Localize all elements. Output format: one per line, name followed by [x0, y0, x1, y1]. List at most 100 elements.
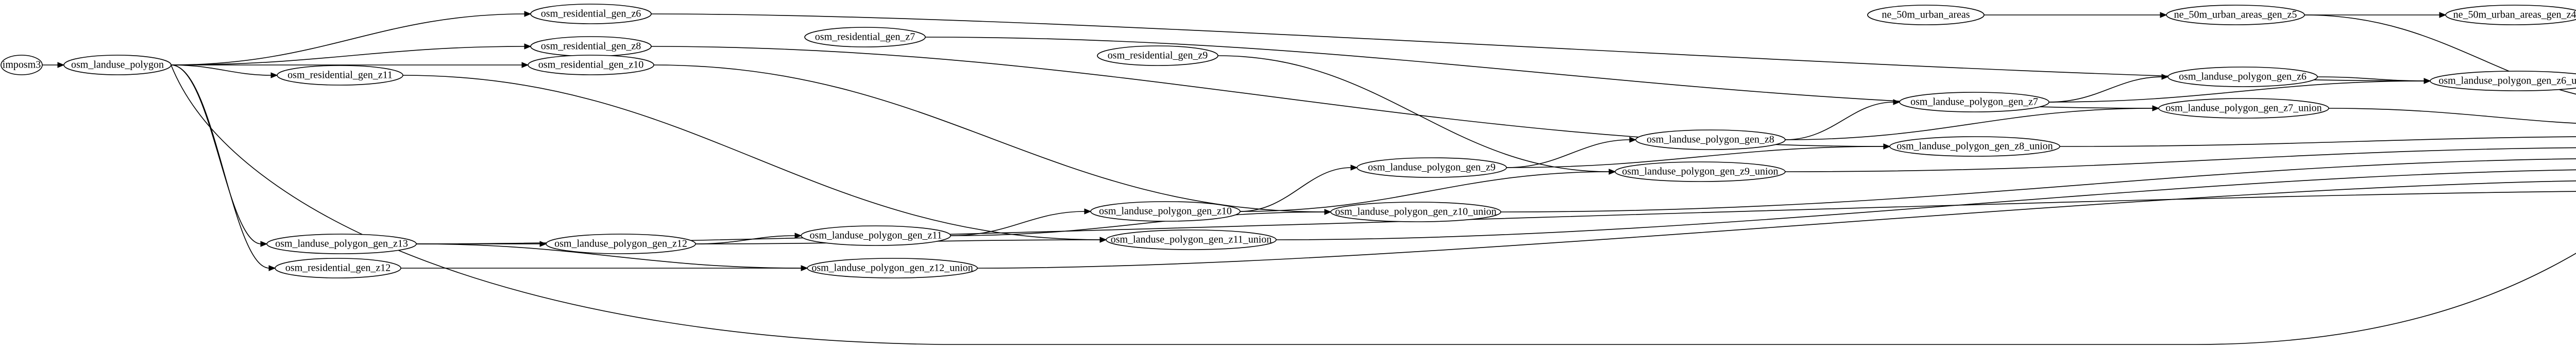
node-osm_landuse_polygon_gen_z7[interactable]: osm_landuse_polygon_gen_z7 [1899, 92, 2049, 112]
node-osm_residential_gen_z10[interactable]: osm_residential_gen_z10 [528, 55, 654, 75]
node-osm_landuse_polygon_gen_z11[interactable]: osm_landuse_polygon_gen_z11 [801, 225, 951, 246]
node-osm_landuse_polygon_gen_z10[interactable]: osm_landuse_polygon_gen_z10 [1090, 201, 1241, 222]
node-ellipse-osm_landuse_polygon_gen_z7_union [2158, 98, 2329, 119]
arrowhead-osm_landuse_polygon_gen_z10_union-22 [1324, 209, 1332, 215]
node-label-osm_residential_gen_z12: osm_residential_gen_z12 [285, 262, 391, 274]
arrowhead-osm_landuse_polygon_gen_z9_union-25 [1608, 169, 1616, 175]
edge-osm_landuse_polygon_gen_z10--to--osm_landuse_polygon_gen_z9_union [1240, 171, 1610, 212]
node-label-osm_landuse_polygon_gen_z6_union: osm_landuse_polygon_gen_z6_union [2438, 75, 2576, 87]
node-ellipse-osm_landuse_polygon_gen_z7 [1899, 92, 2049, 112]
arrowhead-osm_residential_gen_z12-6 [268, 265, 276, 271]
node-ellipse-osm_residential_gen_z9 [1097, 45, 1218, 66]
node-osm_landuse_polygon_gen_z7_union[interactable]: osm_landuse_polygon_gen_z7_union [2158, 98, 2329, 119]
edge-osm_landuse_polygon_gen_z10_union--to--layer_landuse-z10 [1500, 158, 2576, 212]
node-label-osm_landuse_polygon_gen_z12: osm_landuse_polygon_gen_z12 [554, 238, 687, 250]
node-osm_landuse_polygon_gen_z12[interactable]: osm_landuse_polygon_gen_z12 [546, 234, 696, 254]
edge-osm_landuse_polygon--to--osm_residential_gen_z12 [171, 64, 270, 269]
edge-osm_residential_gen_z9--to--osm_landuse_polygon_gen_z9_union [1217, 55, 1610, 172]
edge-osm_residential_gen_z10--to--osm_landuse_polygon_gen_z10_union [653, 64, 1326, 212]
node-osm_residential_gen_z11[interactable]: osm_residential_gen_z11 [277, 65, 403, 86]
arrowhead-osm_landuse_polygon_gen_z8_union-28 [1883, 143, 1891, 150]
edge-osm_landuse_polygon_gen_z7--to--osm_landuse_polygon_gen_z6 [2048, 76, 2163, 103]
node-ellipse-osm_landuse_polygon [63, 55, 172, 75]
node-label-osm_landuse_polygon_gen_z7: osm_landuse_polygon_gen_z7 [1910, 96, 2038, 108]
node-osm_residential_gen_z7[interactable]: osm_residential_gen_z7 [804, 27, 926, 47]
node-osm_landuse_polygon_gen_z10_union[interactable]: osm_landuse_polygon_gen_z10_union [1330, 202, 1501, 222]
node-ellipse-osm_residential_gen_z10 [528, 55, 654, 75]
node-osm_residential_gen_z12[interactable]: osm_residential_gen_z12 [275, 258, 401, 278]
edge-osm_landuse_polygon_gen_z7--to--osm_landuse_polygon_gen_z6_union [2048, 80, 2425, 103]
edge-osm_landuse_polygon_gen_z10--to--osm_landuse_polygon_gen_z9 [1240, 167, 1352, 212]
edge-osm_landuse_polygon_gen_z9--to--osm_landuse_polygon_gen_z8_union [1506, 146, 1885, 168]
node-osm_residential_gen_z6[interactable]: osm_residential_gen_z6 [530, 4, 652, 24]
node-osm_landuse_polygon_gen_z6_union[interactable]: osm_landuse_polygon_gen_z6_union [2430, 71, 2576, 91]
node-ellipse-osm_landuse_polygon_gen_z12 [546, 234, 696, 254]
edge-osm_landuse_polygon_gen_z13--to--layer_landuse-z13 [416, 191, 2576, 244]
node-ellipse-osm_landuse_polygon_gen_z6_union [2430, 71, 2576, 91]
arrowhead-osm_landuse_polygon_gen_z9-24 [1350, 164, 1358, 171]
node-layer: imposm3 osm_landuse_polygon osm_residentia… [1, 4, 2576, 278]
node-label-ne_50m_urban_areas_gen_z5: ne_50m_urban_areas_gen_z5 [2174, 9, 2297, 21]
edge-osm_landuse_polygon_gen_z11--to--osm_landuse_polygon_gen_z10_union [950, 211, 1326, 236]
node-osm_landuse_polygon_gen_z12_union[interactable]: osm_landuse_polygon_gen_z12_union [807, 258, 978, 278]
edge-osm_residential_gen_z6--to--osm_landuse_polygon_gen_z6_union [651, 13, 2425, 81]
edge-osm_residential_gen_z11--to--osm_landuse_polygon_gen_z11_union [402, 75, 1101, 240]
node-label-osm_residential_gen_z10: osm_residential_gen_z10 [538, 59, 643, 71]
node-ne_50m_urban_areas_gen_z5[interactable]: ne_50m_urban_areas_gen_z5 [2166, 5, 2305, 25]
node-imposm3[interactable]: imposm3 [1, 55, 43, 75]
edge-osm_landuse_polygon_gen_z11--to--osm_landuse_polygon_gen_z10 [950, 211, 1086, 236]
node-ellipse-osm_residential_gen_z12 [275, 258, 401, 278]
arrowhead-osm_landuse_polygon_gen_z11_union-19 [1099, 237, 1107, 243]
node-ne_50m_urban_areas[interactable]: ne_50m_urban_areas [1867, 5, 1985, 25]
node-osm_landuse_polygon[interactable]: osm_landuse_polygon [63, 55, 172, 75]
node-osm_landuse_polygon_gen_z6[interactable]: osm_landuse_polygon_gen_z6 [2167, 67, 2318, 87]
node-label-osm_landuse_polygon_gen_z9: osm_landuse_polygon_gen_z9 [1368, 162, 1496, 173]
node-ne_50m_urban_areas_gen_z4[interactable]: ne_50m_urban_areas_gen_z4 [2445, 5, 2576, 25]
node-ellipse-ne_50m_urban_areas_gen_z5 [2166, 5, 2305, 25]
node-label-osm_landuse_polygon_gen_z7_union: osm_landuse_polygon_gen_z7_union [2165, 103, 2321, 114]
node-label-osm_landuse_polygon_gen_z8_union: osm_landuse_polygon_gen_z8_union [1896, 141, 2053, 152]
node-ellipse-osm_landuse_polygon_gen_z10 [1090, 201, 1241, 222]
node-label-osm_landuse_polygon_gen_z10: osm_landuse_polygon_gen_z10 [1099, 206, 1232, 217]
edge-osm_landuse_polygon_gen_z7_union--to--layer_landuse-z7 [2328, 108, 2576, 124]
arrowhead-osm_landuse_polygon_gen_z7_union-31 [2152, 105, 2160, 111]
node-ellipse-imposm3 [1, 55, 43, 75]
node-osm_landuse_polygon_gen_z9[interactable]: osm_landuse_polygon_gen_z9 [1357, 157, 1507, 178]
edge-osm_landuse_polygon_gen_z12_union--to--layer_landuse-z12 [977, 180, 2576, 269]
arrowhead-osm_landuse_polygon_gen_z12_union-16 [801, 265, 808, 271]
node-ellipse-ne_50m_urban_areas_gen_z4 [2445, 5, 2576, 25]
node-ellipse-osm_landuse_polygon_gen_z6 [2167, 67, 2318, 87]
node-osm_landuse_polygon_gen_z9_union[interactable]: osm_landuse_polygon_gen_z9_union [1615, 161, 1786, 182]
node-osm_landuse_polygon_gen_z11_union[interactable]: osm_landuse_polygon_gen_z11_union [1106, 229, 1277, 250]
arrowhead-osm_landuse_polygon_gen_z10-21 [1084, 208, 1092, 215]
node-label-osm_residential_gen_z6: osm_residential_gen_z6 [541, 8, 641, 20]
node-osm_residential_gen_z9[interactable]: osm_residential_gen_z9 [1097, 45, 1218, 66]
node-ellipse-osm_landuse_polygon_gen_z8 [1635, 129, 1786, 150]
edge-osm_landuse_polygon--to--osm_residential_gen_z8 [171, 46, 526, 65]
node-label-osm_landuse_polygon: osm_landuse_polygon [71, 59, 164, 71]
edge-osm_landuse_polygon--to--osm_residential_gen_z6 [171, 13, 526, 65]
node-label-osm_residential_gen_z8: osm_residential_gen_z8 [541, 41, 641, 52]
node-ellipse-osm_landuse_polygon_gen_z9 [1357, 157, 1507, 178]
edge-osm_landuse_polygon_gen_z11_union--to--layer_landuse-z11 [1276, 169, 2576, 240]
node-ellipse-osm_landuse_polygon_gen_z13 [266, 234, 417, 254]
node-label-osm_landuse_polygon_gen_z12_union: osm_landuse_polygon_gen_z12_union [811, 262, 973, 274]
node-osm_landuse_polygon_gen_z8_union[interactable]: osm_landuse_polygon_gen_z8_union [1889, 136, 2060, 157]
node-ellipse-osm_landuse_polygon_gen_z11_union [1106, 229, 1277, 250]
arrowhead-osm_landuse_polygon_gen_z6-33 [2161, 74, 2169, 80]
node-label-osm_landuse_polygon_gen_z6: osm_landuse_polygon_gen_z6 [2179, 71, 2307, 83]
node-label-osm_residential_gen_z9: osm_residential_gen_z9 [1108, 50, 1208, 61]
arrowhead-osm_landuse_polygon_gen_z13-5 [260, 241, 268, 247]
node-osm_landuse_polygon_gen_z8[interactable]: osm_landuse_polygon_gen_z8 [1635, 129, 1786, 150]
node-label-osm_landuse_polygon_gen_z9_union: osm_landuse_polygon_gen_z9_union [1622, 166, 1778, 177]
arrowhead-osm_residential_gen_z6-1 [524, 11, 532, 17]
arrowhead-ne_50m_urban_areas_gen_z5-38 [2160, 12, 2167, 18]
arrowhead-ne_50m_urban_areas_gen_z4-39 [2439, 12, 2447, 18]
node-osm_residential_gen_z8[interactable]: osm_residential_gen_z8 [530, 36, 652, 57]
node-label-ne_50m_urban_areas: ne_50m_urban_areas [1882, 9, 1970, 21]
node-osm_landuse_polygon_gen_z13[interactable]: osm_landuse_polygon_gen_z13 [266, 234, 417, 254]
arrowhead-osm_residential_gen_z11-4 [270, 72, 278, 78]
arrowhead-osm_landuse_polygon_gen_z7-30 [1893, 99, 1901, 105]
